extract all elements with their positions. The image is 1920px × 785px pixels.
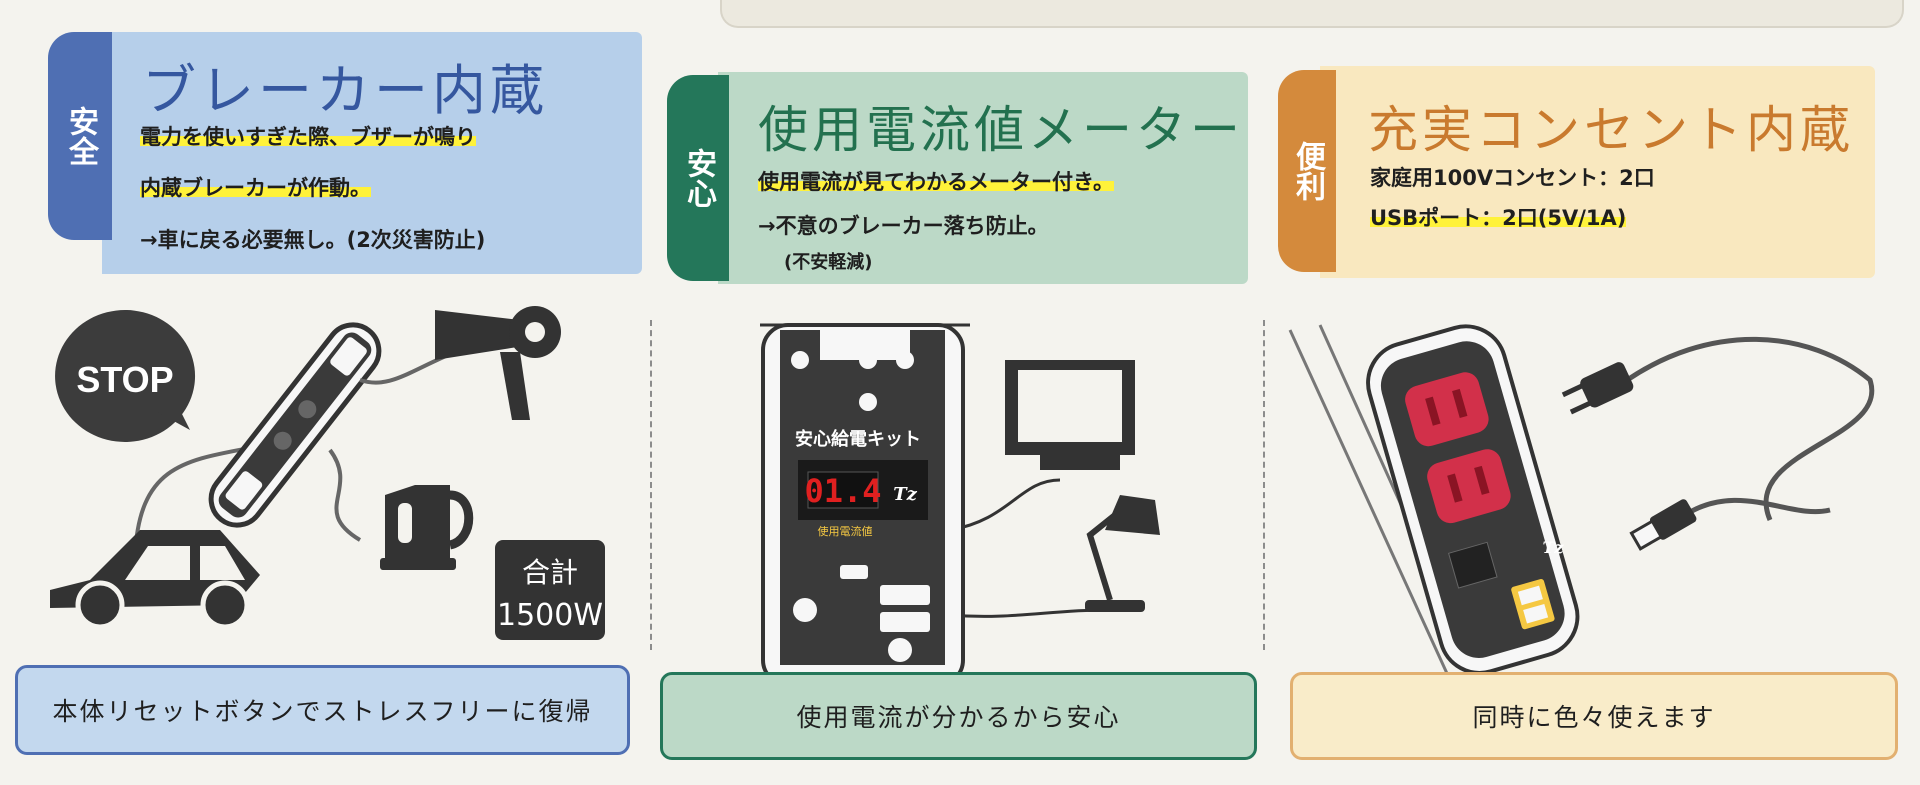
feature-text-line: (不安軽減) (784, 252, 873, 273)
speech-bubble-icon (55, 310, 196, 442)
usb-plug-icon (1629, 499, 1697, 551)
feature-text-line: →車に戻る必要無し。(2次災害防止) (140, 228, 486, 252)
column-divider (650, 320, 652, 650)
device-label: 安心給電キット (795, 428, 921, 450)
feature-panel-breaker (102, 32, 642, 274)
feature-caption: 使用電流が分かるから安心 (660, 672, 1257, 760)
total-value: 1500W (497, 598, 603, 633)
feature-caption: 本体リセットボタンでストレスフリーに復帰 (15, 665, 630, 755)
tag-convenience: 便利 (1278, 70, 1336, 272)
total-badge (495, 540, 605, 640)
feature-text-line: 使用電流が見てわかるメーター付き。 (758, 170, 1114, 194)
breaker-illustration: STOP 合計 1500W (50, 306, 605, 640)
meter-illustration: 安心給電キット 01.4 Tz 使用電流値 (760, 323, 1160, 687)
feature-text-line: 電力を使いすぎた際、ブザーが鳴り (140, 125, 476, 149)
power-strip-icon (760, 323, 970, 687)
feature-text-line: →不意のブレーカー落ち防止。 (758, 214, 1049, 238)
electric-kettle-icon (380, 485, 474, 570)
meter-value: 01.4 (804, 472, 881, 510)
tag-safety: 安全 (48, 32, 112, 240)
feature-text-line: 内蔵ブレーカーが作動。 (140, 176, 371, 200)
stop-label: STOP (76, 359, 173, 400)
car-icon (50, 530, 260, 630)
feature-title: 使用電流値メーター (758, 101, 1244, 159)
top-strip (720, 0, 1904, 28)
desk-lamp-icon (1085, 495, 1160, 612)
feature-title: ブレーカー内蔵 (142, 59, 548, 122)
power-strip-icon (208, 322, 382, 528)
ac-plug-icon (1561, 362, 1634, 415)
tv-monitor-icon (1005, 360, 1135, 470)
feature-caption: 同時に色々使えます (1290, 672, 1898, 760)
meter-label: 使用電流値 (818, 524, 873, 538)
brand-logo: Tz (893, 484, 917, 505)
hair-dryer-icon (435, 306, 561, 420)
brand-logo: Tz (1543, 538, 1565, 557)
feature-text-line: USBポート：2口(5V/1A) (1370, 206, 1627, 230)
feature-panel-outlets (1320, 66, 1875, 278)
total-label: 合計 (522, 556, 578, 589)
tag-relief: 安心 (667, 75, 729, 281)
feature-title: 充実コンセント内蔵 (1368, 101, 1854, 159)
feature-text-line: 家庭用100Vコンセント：2口 (1370, 166, 1655, 190)
outlets-illustration: Tz (1288, 324, 1875, 681)
column-divider (1263, 320, 1265, 650)
power-strip-icon (1366, 324, 1580, 675)
